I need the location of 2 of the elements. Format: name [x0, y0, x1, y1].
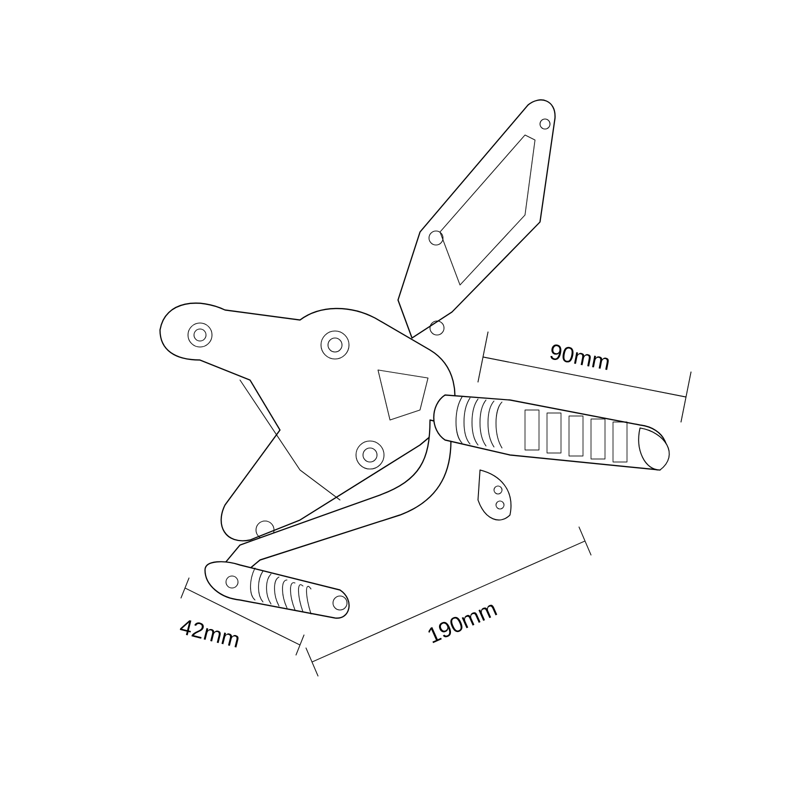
dimension-label: 42mm: [180, 620, 238, 648]
dimension-label: 90mm: [550, 344, 609, 370]
